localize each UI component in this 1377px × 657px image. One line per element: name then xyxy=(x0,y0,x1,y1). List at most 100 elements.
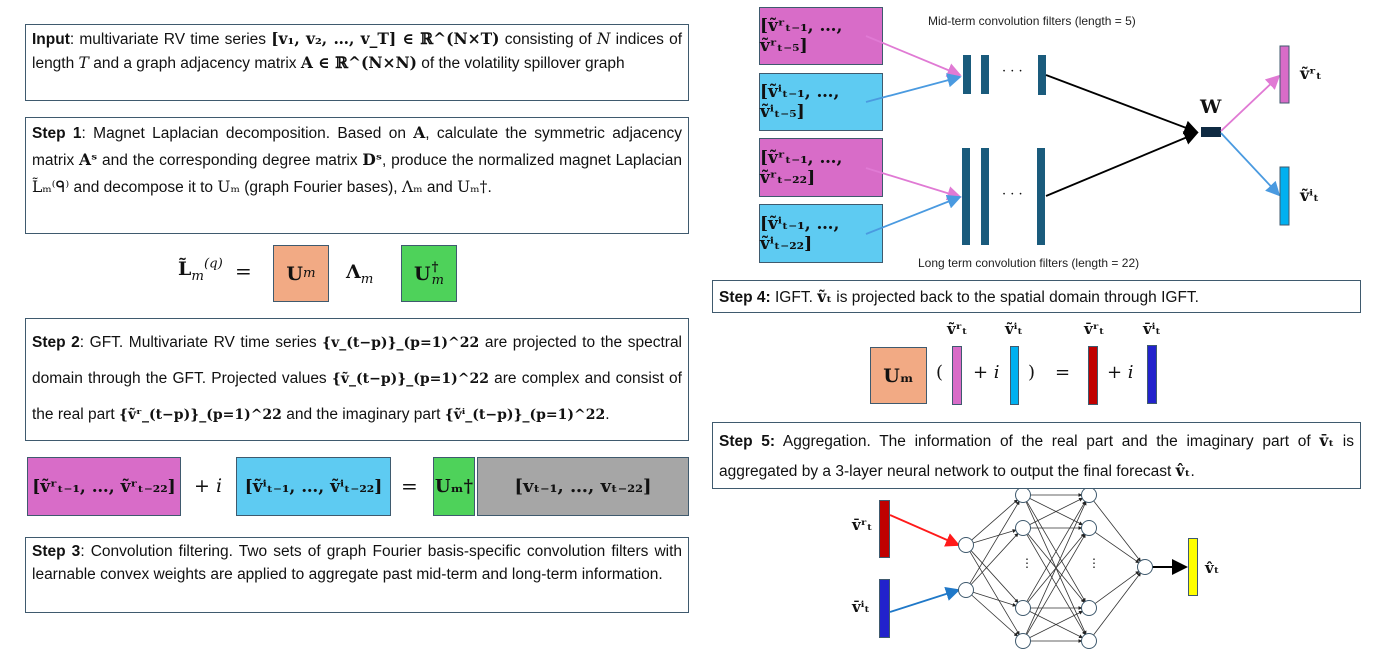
nn-connection xyxy=(1093,572,1141,636)
step2-set-real: {ṽʳ_(t−p)}_(p=1)^22 xyxy=(119,407,282,423)
nn-input-imag-label: v̄ⁱₜ xyxy=(852,598,870,616)
step3-label: Step 3 xyxy=(32,543,81,560)
nn-connection xyxy=(1029,610,1084,639)
step2-text: . xyxy=(605,406,610,423)
eq2-equals: = xyxy=(401,474,418,498)
step1-DS: Dˢ xyxy=(362,150,382,169)
nn-connection xyxy=(973,591,1017,607)
eq3-close-paren: ) xyxy=(1028,362,1036,383)
eq3-label-vtilde-imag: ṽⁱₜ xyxy=(1005,320,1023,338)
step2-box: Step 2: GFT. Multivariate RV time series… xyxy=(25,318,689,441)
weight-label: W xyxy=(1200,96,1222,118)
eq3-equals: = xyxy=(1055,362,1071,383)
nn-connection xyxy=(970,532,1019,585)
step4-vt: ṽₜ xyxy=(817,287,832,306)
step4-text: IGFT. xyxy=(770,289,818,306)
input-description-box: Input: multivariate RV time series [v₁, … xyxy=(25,24,689,101)
nn-connection xyxy=(973,529,1017,544)
nn-connection xyxy=(971,594,1019,637)
nn-input-imag-arrow xyxy=(889,586,961,613)
nn-node xyxy=(1015,520,1031,536)
eq2-v-block: [vₜ₋₁, …, vₜ₋₂₂] xyxy=(477,457,689,516)
nn-node xyxy=(1081,520,1097,536)
step4-box: Step 4: IGFT. ṽₜ is projected back to th… xyxy=(712,280,1361,313)
step4-label: Step 4: xyxy=(719,289,771,306)
eq1-equals: = xyxy=(235,259,252,283)
input-N: N xyxy=(596,30,611,48)
eq1-Udag-block: U†m xyxy=(401,245,457,302)
step1-Um: Uₘ xyxy=(217,178,240,196)
nn-input-imag-bar xyxy=(879,579,890,638)
step2-set-v: {v_(t−p)}_(p=1)^22 xyxy=(322,335,480,351)
step5-vhat: v̂ₜ xyxy=(1175,461,1191,480)
step1-text: , produce the normalized magnet Laplacia… xyxy=(381,152,682,169)
input-series-math: [v₁, v₂, …, v_T] ∈ ℝ^(N×T) xyxy=(271,29,500,48)
nn-connection xyxy=(969,500,1020,584)
step1-text: and the corresponding degree matrix xyxy=(97,152,363,169)
nn-node xyxy=(958,582,974,598)
step5-text: is aggregated by a 3-layer neural networ… xyxy=(719,433,1355,480)
eq1-Lambda-sub: m xyxy=(360,271,374,287)
input-T: T xyxy=(78,54,89,72)
output-imag-label: ṽⁱₜ xyxy=(1300,186,1320,205)
eq3-label-vtilde-real: ṽʳₜ xyxy=(947,320,968,338)
eq3-Um-block: Uₘ xyxy=(870,347,927,404)
step2-text: : GFT. Multivariate RV time series xyxy=(79,334,323,351)
step3-box: Step 3: Convolution filtering. Two sets … xyxy=(25,537,689,613)
nn-connection xyxy=(1025,501,1087,635)
nn-connection xyxy=(971,499,1018,541)
input-text: indices of length xyxy=(32,31,683,72)
nn-connection xyxy=(970,550,1019,604)
output-real-bar xyxy=(1279,45,1290,104)
long-filter-bar xyxy=(962,148,970,245)
neural-network xyxy=(889,487,1188,649)
nn-input-real-label: v̄ʳₜ xyxy=(852,516,873,534)
mid-term-filters-label: Mid-term convolution filters (length = 5… xyxy=(928,14,1136,28)
conv-input-imag-mid: [ṽⁱₜ₋₁, …, ṽⁱₜ₋₅] xyxy=(759,73,883,131)
step1-text: : Magnet Laplacian decomposition. Based … xyxy=(81,125,414,142)
step2-set-vtilde: {ṽ_(t−p)}_(p=1)^22 xyxy=(331,371,489,387)
arrow-real-long xyxy=(865,167,962,201)
eq3-vbar-imag-bar xyxy=(1147,345,1157,404)
nn-connection xyxy=(1026,533,1086,635)
step1-label: Step 1 xyxy=(32,125,82,142)
arrow-weight-to-real xyxy=(1220,74,1281,132)
eq3-label-vbar-imag: v̄ⁱₜ xyxy=(1143,320,1161,338)
input-text: consisting of xyxy=(499,31,597,48)
eq1-lhs-main: L̃ xyxy=(178,258,192,280)
eq2-Udag-block: Uₘ† xyxy=(433,457,475,516)
nn-connection xyxy=(1026,500,1086,602)
mid-filter-bar xyxy=(981,55,989,94)
step5-text: . xyxy=(1190,463,1195,480)
step1-text: . xyxy=(487,179,492,196)
eq3-vbar-real-bar xyxy=(1088,346,1098,405)
long-ellipsis: · · · xyxy=(1002,187,1023,202)
nn-node xyxy=(958,537,974,553)
eq2-real-block: [ṽʳₜ₋₁, …, ṽʳₜ₋₂₂] xyxy=(27,457,181,516)
nn-node xyxy=(1015,487,1031,503)
eq2-imag-block: [ṽⁱₜ₋₁, …, ṽⁱₜ₋₂₂] xyxy=(236,457,391,516)
nn-output-bar xyxy=(1188,538,1198,596)
step2-text: and the imaginary part xyxy=(281,406,445,423)
arrow-imag-mid xyxy=(865,73,962,103)
eq1-Udag-sub: m xyxy=(431,272,444,288)
long-filter-bar xyxy=(981,148,989,245)
mid-filter-bar xyxy=(1038,55,1046,95)
step1-box: Step 1: Magnet Laplacian decomposition. … xyxy=(25,117,689,234)
nn-connection xyxy=(969,551,1020,636)
mid-ellipsis: · · · xyxy=(1002,64,1023,79)
input-text: of the volatility spillover graph xyxy=(417,55,625,72)
eq1-lhs: L̃m(q) xyxy=(178,256,223,283)
input-text: : multivariate RV time series xyxy=(69,31,272,48)
nn-connection xyxy=(1094,570,1140,604)
eq3-vtilde-real-bar xyxy=(952,346,962,405)
eq1-Um-main: U xyxy=(286,262,303,285)
arrow-long-to-weight xyxy=(1045,131,1199,197)
step1-AS: Aˢ xyxy=(79,150,98,169)
eq3-plus-i-2: + i xyxy=(1107,362,1134,383)
nn-node xyxy=(1015,600,1031,616)
step5-vbar: v̄ₜ xyxy=(1319,431,1335,450)
eq1-lhs-sup: (q) xyxy=(203,256,223,272)
